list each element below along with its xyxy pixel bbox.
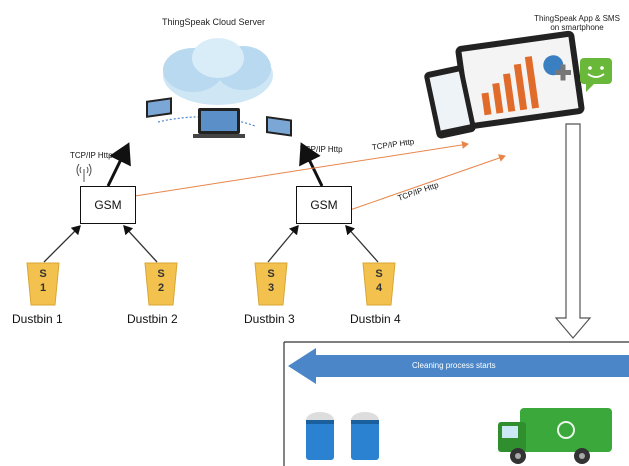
dustbin-4: S 4 [362, 262, 396, 306]
dustbin-3-code-s: S [267, 268, 275, 280]
trash-cans-illustration [306, 412, 379, 460]
dustbin-1-code-s: S [39, 268, 47, 280]
protocol-label-right: TCP/IP Http [300, 145, 343, 154]
smartphone-tablet-illustration [424, 30, 612, 139]
bin4-arrow [345, 225, 379, 263]
cloud-server-title: ThingSpeak Cloud Server [162, 17, 266, 27]
app-sms-title: ThingSpeak App & SMS on smartphone [528, 14, 626, 32]
sms-icon [580, 58, 612, 84]
cleaning-banner-arrow [288, 348, 629, 384]
bin3-arrow [267, 225, 299, 263]
cloud-link-dots [157, 116, 256, 127]
dustbin-2-code-s: S [157, 268, 165, 280]
bin2-arrow [123, 225, 158, 263]
dustbin-1-icon [26, 262, 60, 306]
protocol-label-left: TCP/IP Http [70, 151, 113, 160]
garbage-truck-icon [498, 408, 612, 464]
cloud-server-illustration [146, 38, 292, 138]
dustbin-2-code-num: 2 [157, 282, 165, 294]
cleaning-banner-text: Cleaning process starts [412, 361, 496, 370]
gsm-right-to-cloud-arrow [299, 142, 324, 187]
dustbin-1: S 1 [26, 262, 60, 306]
gsm-left-label: GSM [94, 198, 122, 212]
dustbin-4-code-s: S [375, 268, 383, 280]
dustbin-3-code-num: 3 [267, 282, 275, 294]
dustbin-2-icon [144, 262, 178, 306]
dustbin-1-code-num: 1 [39, 282, 47, 294]
dustbin-4-code-num: 4 [375, 282, 383, 294]
bin1-arrow [43, 225, 81, 263]
app-sms-title-line1: ThingSpeak App & SMS [534, 14, 620, 23]
dustbin-4-label: Dustbin 4 [350, 312, 401, 326]
down-arrow [554, 123, 592, 339]
dustbin-1-label: Dustbin 1 [12, 312, 63, 326]
gsm-left-to-cloud-arrow [106, 142, 131, 187]
trash-can-right-icon [351, 420, 379, 460]
dustbin-2: S 2 [144, 262, 178, 306]
dustbin-3-label: Dustbin 3 [244, 312, 295, 326]
dustbin-4-icon [362, 262, 396, 306]
orange-link-lower [349, 154, 506, 211]
gsm-module-left: GSM [80, 186, 136, 224]
gsm-right-label: GSM [310, 198, 338, 212]
orange-link-upper [134, 140, 469, 197]
signal-icon [76, 163, 92, 182]
dustbin-3-icon [254, 262, 288, 306]
gsm-module-right: GSM [296, 186, 352, 224]
dustbin-2-label: Dustbin 2 [127, 312, 178, 326]
trash-can-left-icon [306, 420, 334, 460]
app-sms-title-line2: on smartphone [550, 23, 604, 32]
dustbin-3: S 3 [254, 262, 288, 306]
